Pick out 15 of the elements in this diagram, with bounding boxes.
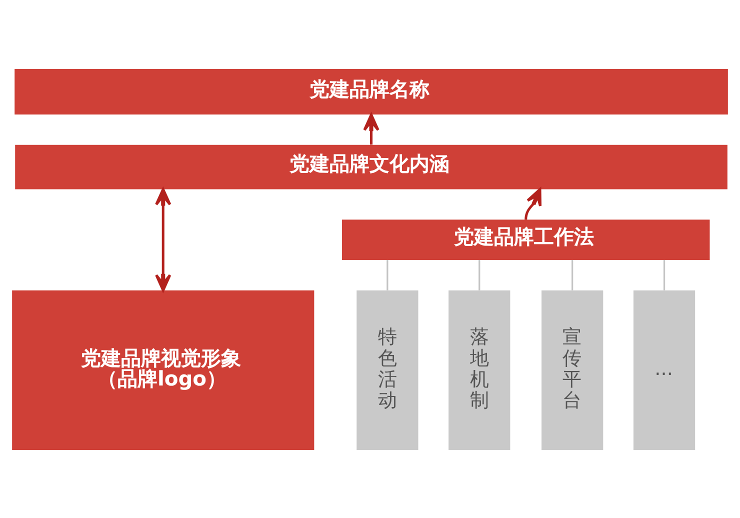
connector: [663, 260, 666, 290]
node-box: 宣传平台: [542, 290, 604, 450]
connector: [386, 260, 388, 290]
connector: [478, 260, 480, 290]
arrow: [155, 188, 172, 292]
node-box: 党建品牌名称: [14, 68, 728, 114]
node-box: 党建品牌文化内涵: [15, 144, 728, 189]
node-box: ...: [633, 290, 696, 450]
arrow: [524, 188, 542, 220]
node-box: 党建品牌视觉形象 （品牌logo）: [12, 290, 314, 450]
node-box: 党建品牌工作法: [342, 219, 710, 260]
connector: [572, 260, 574, 290]
arrow: [363, 113, 380, 144]
node-box: 特色活动: [356, 290, 418, 450]
node-box: 落地机制: [448, 290, 510, 450]
